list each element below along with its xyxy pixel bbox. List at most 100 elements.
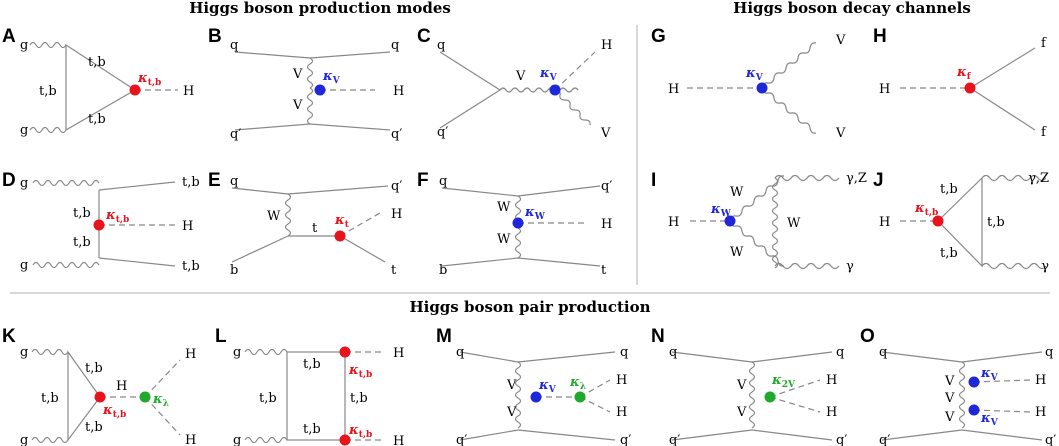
vertex-dot [968, 376, 980, 388]
panel-N: N q q q′ q′ V V H H κ2V [651, 326, 847, 446]
kappa-label: κV [980, 411, 999, 428]
label-V: V [292, 98, 303, 113]
quark-line [961, 351, 1043, 363]
label-tb: t,b [940, 182, 958, 197]
vertex-dot [139, 391, 151, 403]
label-tb: t,b [88, 112, 106, 127]
photon-line [774, 262, 840, 270]
boson-line [554, 89, 591, 126]
vertex-dot [93, 219, 105, 231]
panel-letter: C [417, 26, 431, 47]
label-f: f [1041, 36, 1047, 51]
panel-letter: A [2, 26, 16, 47]
label-tb: t,b [182, 259, 200, 274]
label-W: W [730, 245, 744, 260]
label-gamma: γ [846, 259, 854, 274]
kappa-label: κV [539, 66, 558, 83]
quark-line [881, 429, 963, 441]
quark-line [517, 257, 601, 267]
label-q-prime: q′ [836, 433, 847, 446]
label-tb: t,b [41, 391, 59, 406]
kappa-label: κV [538, 378, 557, 395]
label-V: V [600, 126, 611, 141]
label-t: t [391, 263, 397, 278]
label-b: b [439, 263, 447, 278]
kappa-label: κt,b [137, 71, 161, 88]
label-H: H [1035, 405, 1046, 420]
kappa-label: κλ [569, 375, 586, 392]
quark-line [234, 51, 311, 59]
label-tb: t,b [73, 206, 91, 221]
label-V: V [835, 33, 846, 48]
gluon-line [31, 436, 69, 444]
vertex-dot [932, 215, 944, 227]
label-H: H [183, 84, 194, 99]
panel-letter: I [651, 170, 656, 191]
panel-letter: B [208, 26, 222, 47]
kappa-label: κ2V [771, 373, 796, 390]
vertex-dot [314, 84, 326, 96]
label-V: V [835, 126, 846, 141]
quark-line [517, 429, 616, 441]
panel-J: J H t,b t,b t,b γ,Z γ κt,b [873, 170, 1049, 274]
label-tb: t,b [39, 84, 57, 99]
label-V: V [736, 405, 747, 420]
label-q: q [836, 345, 844, 360]
panel-letter: D [2, 170, 16, 191]
higgs-line [579, 396, 611, 413]
panel-M: M q q q′ q′ V V H H κV κλ [436, 326, 631, 446]
vertex-dot [334, 230, 346, 242]
quark-line [671, 351, 753, 363]
label-b: b [230, 263, 238, 278]
label-W: W [497, 200, 511, 215]
label-g: g [20, 258, 28, 273]
label-W: W [267, 209, 281, 224]
label-tb: t,b [940, 246, 958, 261]
label-tb: t,b [85, 361, 103, 376]
fermion-loop [65, 43, 137, 132]
label-V: V [506, 378, 517, 393]
boson-line [748, 361, 756, 429]
label-H: H [393, 434, 404, 446]
label-V: V [292, 67, 303, 82]
quark-line [441, 257, 519, 267]
label-H: H [116, 379, 127, 394]
quark-line [517, 351, 616, 363]
label-q: q [456, 345, 464, 360]
heading-pair: Higgs boson pair production [409, 298, 650, 316]
gluon-line [29, 41, 67, 49]
photon-line [774, 174, 840, 182]
fermion-line [98, 257, 176, 267]
label-q: q [391, 38, 399, 53]
quark-line [309, 123, 391, 131]
panel-H: H H f f κf [873, 26, 1047, 140]
fermion-line [969, 87, 1036, 131]
vertex-dot [574, 391, 586, 403]
label-H: H [182, 219, 193, 234]
label-q: q [620, 345, 628, 360]
label-gamma-Z: γ,Z [846, 171, 867, 186]
label-V: V [515, 69, 526, 84]
fermion-loop [67, 350, 101, 442]
panel-G: G H V V κV [651, 26, 846, 141]
label-H: H [393, 346, 404, 361]
panel-letter: H [873, 26, 887, 47]
label-H: H [1035, 373, 1046, 388]
label-W: W [787, 216, 801, 231]
kappa-label: κV [745, 66, 764, 83]
label-q: q [1045, 345, 1053, 360]
label-V: V [736, 378, 747, 393]
panel-O: O q q q′ q′ V V V H H κV κV [860, 326, 1056, 446]
kappa-label: κV [980, 366, 999, 383]
panel-C: C q q′ V H V κV [417, 26, 612, 141]
label-H: H [391, 207, 402, 222]
fermion-loop [937, 176, 983, 268]
label-q-prime: q′ [391, 179, 402, 194]
boson-loop [729, 175, 785, 222]
label-t: t [312, 221, 318, 236]
gluon-line [29, 126, 67, 134]
label-tb: t,b [259, 391, 277, 406]
vertex-dot [724, 215, 736, 227]
panel-letter: G [651, 26, 666, 47]
kappa-label: κt,b [348, 363, 372, 380]
